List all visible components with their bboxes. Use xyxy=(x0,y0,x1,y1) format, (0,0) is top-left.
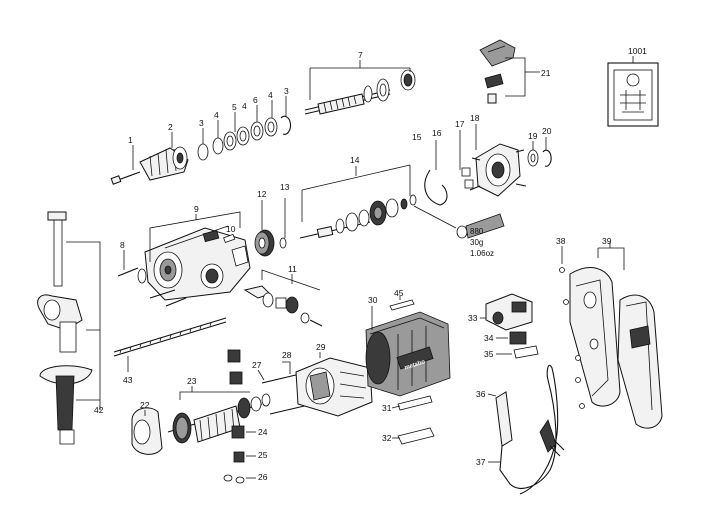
part-1001-inset[interactable] xyxy=(607,56,659,127)
callout-8: 8 xyxy=(120,240,125,250)
callout-2: 2 xyxy=(168,122,173,132)
callout-36: 36 xyxy=(476,389,486,399)
callout-15: 15 xyxy=(412,132,422,142)
callout-18: 18 xyxy=(470,113,480,123)
callout-32: 32 xyxy=(382,433,392,443)
spindle-part-7[interactable] xyxy=(304,60,416,115)
housing-icon[interactable]: metabo xyxy=(365,306,451,397)
side-handle-icon[interactable] xyxy=(37,211,101,445)
tag-part-31[interactable] xyxy=(391,395,433,411)
callout-25: 25 xyxy=(258,450,268,460)
callout-4a: 4 xyxy=(214,110,219,120)
grease-weight-g: 30g xyxy=(470,238,483,247)
grease-tag: 880 30g 1.06oz xyxy=(470,227,494,258)
gear-housing-part-9[interactable] xyxy=(137,211,251,301)
callout-21: 21 xyxy=(541,68,551,78)
callout-14: 14 xyxy=(350,155,360,165)
grease-code: 880 xyxy=(470,227,484,236)
callout-33: 33 xyxy=(468,313,478,323)
callout-12: 12 xyxy=(257,189,267,199)
callout-28: 28 xyxy=(282,350,292,360)
callout-1001: 1001 xyxy=(628,46,647,56)
switch-icon[interactable] xyxy=(480,293,533,331)
switch-part-34[interactable] xyxy=(496,331,527,345)
callout-4c: 4 xyxy=(242,101,247,111)
armature-icon[interactable] xyxy=(167,386,271,444)
callout-13: 13 xyxy=(280,182,290,192)
callout-30: 30 xyxy=(368,295,378,305)
callout-20: 20 xyxy=(542,126,552,136)
callout-10: 10 xyxy=(226,224,236,234)
callout-23: 23 xyxy=(187,376,197,386)
handle-icon[interactable] xyxy=(559,242,663,429)
callout-19: 19 xyxy=(528,131,538,141)
drill-chuck-icon[interactable] xyxy=(139,132,189,181)
callout-31: 31 xyxy=(382,403,392,413)
fan-ring-part-22[interactable] xyxy=(131,407,163,455)
callout-45: 45 xyxy=(394,288,404,298)
spring-part-16[interactable] xyxy=(424,140,448,206)
rings-part-19-20[interactable] xyxy=(527,137,552,167)
callout-1: 1 xyxy=(128,135,133,145)
callout-4b: 4 xyxy=(268,90,273,100)
grease-weight-oz: 1.06oz xyxy=(470,249,494,258)
washer-set[interactable] xyxy=(197,96,292,161)
callout-6: 6 xyxy=(253,95,258,105)
callout-42: 42 xyxy=(94,405,104,415)
gear-flange-part-18[interactable] xyxy=(459,124,527,197)
callout-24: 24 xyxy=(258,427,268,437)
switch-part-35[interactable] xyxy=(496,345,539,359)
screw-part-8[interactable] xyxy=(117,250,187,307)
power-cord-icon[interactable] xyxy=(487,364,565,495)
callout-43: 43 xyxy=(123,375,133,385)
callout-37: 37 xyxy=(476,457,486,467)
callout-26: 26 xyxy=(258,472,268,482)
callout-16: 16 xyxy=(432,128,442,138)
tag-part-45[interactable] xyxy=(389,296,415,311)
callout-5: 5 xyxy=(232,102,237,112)
callout-22: 22 xyxy=(140,400,150,410)
screw-part-1[interactable] xyxy=(110,145,141,185)
lever-part-11[interactable] xyxy=(243,269,323,327)
callout-35: 35 xyxy=(484,349,494,359)
ring-part-13[interactable] xyxy=(279,198,287,249)
gear-icon[interactable] xyxy=(254,200,275,257)
callout-34: 34 xyxy=(484,333,494,343)
depth-stop-icon[interactable] xyxy=(113,317,227,372)
callout-7: 7 xyxy=(358,50,363,60)
grease-tube-part-880[interactable] xyxy=(413,205,505,239)
tag-part-32[interactable] xyxy=(392,427,435,445)
callout-29: 29 xyxy=(316,342,326,352)
pin-part-10[interactable] xyxy=(223,233,236,244)
callout-9: 9 xyxy=(194,204,199,214)
callout-3a: 3 xyxy=(199,118,204,128)
gear-stack-part-14[interactable] xyxy=(299,164,417,239)
callout-27: 27 xyxy=(252,360,262,370)
brush-holder-icon[interactable] xyxy=(223,349,256,484)
stator-icon[interactable] xyxy=(295,352,373,417)
callout-38: 38 xyxy=(556,236,566,246)
callout-3b: 3 xyxy=(284,86,289,96)
clamp-part-21[interactable] xyxy=(479,39,540,104)
callout-labels: 1001 1 2 3 3 4 4 5 6 4 7 8 9 10 11 12 13… xyxy=(94,46,647,482)
callout-39: 39 xyxy=(602,236,612,246)
callout-11: 11 xyxy=(288,264,297,274)
callout-17: 17 xyxy=(455,119,465,129)
